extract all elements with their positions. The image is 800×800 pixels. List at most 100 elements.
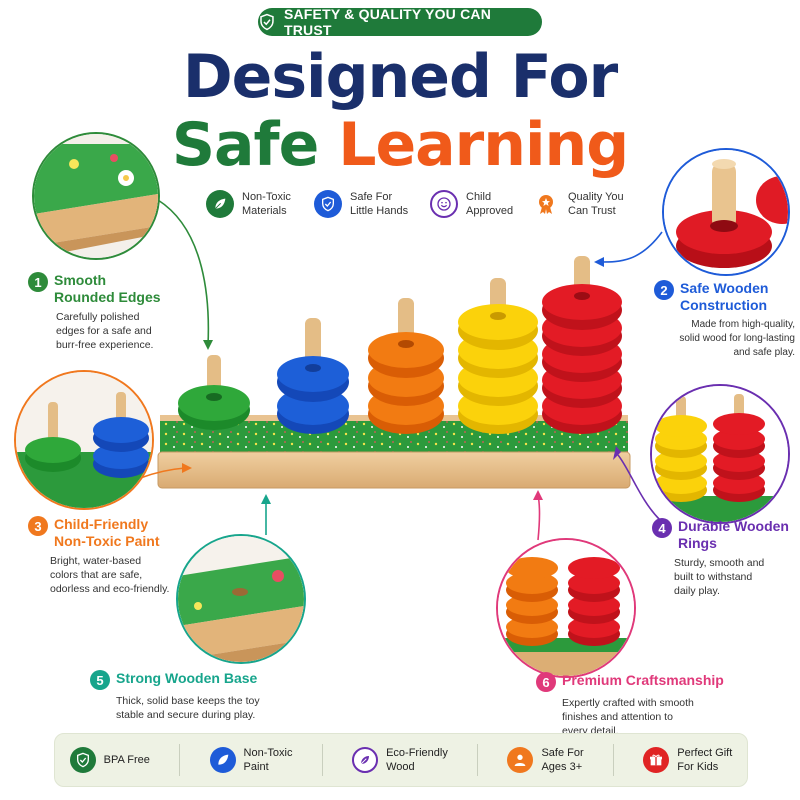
feature-desc-line: Thick, solid base keeps the toy [116,695,260,707]
headline-word-learning: Learning [338,110,629,180]
feature-desc-line: and safe play. [733,347,795,358]
feature-number: 1 [28,272,48,292]
feature-number: 6 [536,672,556,692]
mini-feature-line1: Child [466,191,492,203]
benefit-bpa-free: BPA Free [69,747,150,773]
leaf-icon [206,190,234,218]
feature-title-line1: Smooth [54,272,107,288]
feature-desc-line: daily play. [674,585,720,597]
mini-feature-line2: Approved [466,205,514,217]
feature-desc-line: Bright, water-based [50,555,142,567]
divider [612,744,614,776]
feature-number: 3 [28,516,48,536]
mini-feature-line2: Little Hands [350,205,409,217]
headline-word-safe: Safe [171,110,319,180]
smiley-icon [430,190,458,218]
callout-arrows [91,199,663,541]
feature-desc-line: burr-free experience. [56,339,154,351]
divider [179,744,181,776]
feature-desc-line: stable and secure during play. [116,709,256,721]
feature-title-line2: Non-Toxic Paint [54,533,160,549]
feature-number: 2 [654,280,674,300]
green-ring-stack [178,355,250,430]
feature-desc-line: Sturdy, smooth and [674,557,765,569]
shield-check-icon [314,190,342,218]
mini-feature-line2: Materials [242,205,287,217]
feature-number: 5 [90,670,110,690]
feature-desc-line: edges for a safe and [56,325,152,337]
benefit-label-line2: Wood [386,761,415,773]
benefit-label-line2: Ages 3+ [541,761,583,773]
mini-feature-line1: Non-Toxic [242,191,291,203]
feature-title-line1: Child-Friendly [54,516,149,532]
shield-icon [260,13,274,31]
shield-check-icon [69,747,96,773]
red-ring-stack [542,256,622,434]
headline-line-2: Safe Learning [0,110,800,180]
feature-desc-line: Made from high-quality, [691,319,795,330]
feature-desc-line: Carefully polished [56,311,140,323]
feature-5: 5 Strong Wooden Base Thick, solid base k… [90,670,320,722]
feature-6: 6 Premium Craftsmanship Expertly crafted… [536,672,756,738]
feature-desc-line: built to withstand [674,571,753,583]
safety-badge: SAFETY & QUALITY YOU CAN TRUST [258,6,542,38]
feature-title-line1: Strong Wooden Base [116,670,258,686]
person-icon [507,747,534,773]
gift-icon [643,747,670,773]
blue-ring-stack [277,318,349,434]
feature-title-line1: Premium Craftsmanship [562,672,724,688]
mini-feature-line1: Safe For [350,191,393,203]
benefit-label-line1: Eco-Friendly [386,747,448,759]
closeup-rounded-edges [32,132,160,260]
mini-feature-line1: Quality You [568,191,624,203]
closeup-craftsmanship [496,538,636,678]
orange-ring-stack [368,298,444,434]
arrow-feature-6 [537,494,541,541]
closeup-wooden-peg [662,148,790,276]
benefit-label-line2: Paint [243,761,269,773]
feature-title-line1: Durable Wooden [678,518,789,534]
arrow-feature-4 [617,454,661,521]
benefit-label-line1: Perfect Gift [677,747,733,759]
benefit-label-line1: Non-Toxic [243,747,293,759]
yellow-ring-stack [458,278,538,434]
closeup-painted-rings [14,370,154,510]
benefit-label: BPA Free [103,754,150,766]
benefit-label-line2: For Kids [677,761,719,773]
closeup-durable-rings [650,384,790,524]
arrow-feature-1 [157,199,210,346]
mini-feature-line2: Can Trust [568,205,616,217]
headline-line-1: Designed For [182,42,618,112]
divider [477,744,479,776]
feature-title-line2: Construction [680,297,768,313]
divider [321,744,323,776]
feature-title-line2: Rings [678,535,717,551]
feature-desc-line: odorless and eco-friendly. [50,583,170,595]
arrow-feature-2 [599,231,663,263]
feature-desc-line: finishes and attention to [562,711,673,723]
leaf-icon [209,747,236,773]
benefit-label-line1: Safe For [541,747,584,759]
feature-desc-line: colors that are safe, [50,569,143,581]
feature-desc-line: Expertly crafted with smooth [562,697,694,709]
safety-badge-label: SAFETY & QUALITY YOU CAN TRUST [283,6,492,38]
feature-title-line1: Safe Wooden [680,280,769,296]
medal-icon [532,190,560,218]
feature-number: 4 [652,518,672,538]
leaf-icon [352,747,379,773]
feature-title-line2: Rounded Edges [54,289,161,305]
